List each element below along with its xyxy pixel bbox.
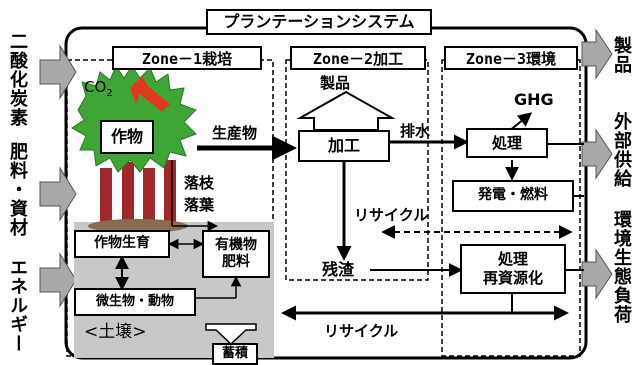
co2-arrow: [130, 76, 170, 112]
output-arrow-eco: [581, 248, 613, 300]
zone2-title: Zone－2加工: [290, 46, 426, 70]
input-label-co2: 二酸化炭素: [7, 32, 28, 127]
tree-trunk-2: [122, 162, 134, 226]
output-label-supply: 外部供給: [611, 112, 632, 188]
microbes-box: 微生物・動物: [74, 288, 196, 316]
organic-fertilizer-line2: 肥料: [222, 254, 250, 270]
recycle-label-lower: リサイクル: [324, 322, 399, 340]
co2-main: CO: [84, 78, 107, 96]
treatment-recycling-line2: 再資源化: [482, 269, 543, 287]
litter-label-2: 落葉: [184, 196, 215, 214]
output-arrow-supply: [581, 128, 613, 180]
accumulation-arrow: [205, 323, 257, 346]
input-arrow-co2: [39, 44, 77, 100]
output-label-eco: 環境生態負荷: [611, 210, 632, 324]
organic-fertilizer-box: 有機物 肥料: [202, 230, 270, 278]
recycle-label-upper: リサイクル: [354, 206, 429, 224]
treatment-recycling-box: 処理 再資源化: [460, 244, 566, 294]
co2-sub: 2: [106, 88, 113, 99]
output-arrow-product: [581, 28, 613, 80]
treatment-recycling-line1: 処理: [497, 250, 528, 269]
product-label: 製品: [320, 74, 351, 92]
input-arrow-energy: [39, 252, 77, 308]
product-arrow: [296, 90, 396, 131]
output-label-product: 製品: [611, 36, 632, 74]
accumulation-box: 蓄積: [212, 343, 258, 365]
system-title-box: プランテーションシステム: [206, 9, 432, 35]
crop-growth-box: 作物生育: [74, 230, 170, 258]
organic-fertilizer-line1: 有機物: [215, 236, 257, 253]
system-title: プランテーションシステム: [223, 12, 415, 31]
crop-box: 作物: [100, 120, 154, 154]
crop-output-label: 生産物: [212, 124, 258, 142]
zone2-frame: [285, 59, 429, 281]
input-label-energy: エネルギー: [7, 258, 28, 353]
soil-label: <土壌>: [84, 322, 147, 342]
zone3-title: Zone－3環境: [444, 46, 578, 70]
ghg-label: GHG: [514, 90, 554, 109]
drainage-label: 排水: [400, 122, 431, 140]
tree-trunk-4: [164, 160, 176, 226]
processing-box: 加工: [298, 130, 390, 162]
tree-trunk-3: [143, 168, 155, 226]
treatment-box: 処理: [466, 128, 548, 158]
tree-trunk-1: [100, 168, 112, 226]
power-fuel-box: 発電・燃料: [452, 180, 574, 212]
zone1-title: Zone－1栽培: [112, 46, 262, 70]
residue-label: 残渣: [322, 260, 355, 279]
input-label-fertilizer: 肥料・資材: [7, 142, 28, 237]
tree-base: [88, 219, 188, 233]
litter-label-1: 落枝: [184, 174, 215, 192]
co2-label: CO2: [84, 80, 113, 99]
input-arrow-fertilizer: [39, 166, 77, 222]
